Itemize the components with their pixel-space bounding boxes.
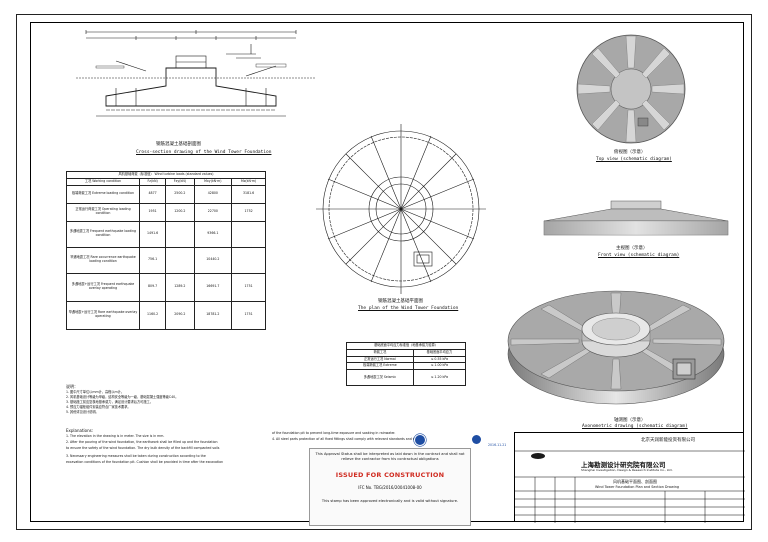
table-cell: 罕遇地震工况 Rare occurrence earthquake loadin… — [66, 246, 140, 274]
table-cell: 1951 — [138, 202, 167, 222]
table-cell: 3181.6 — [231, 184, 266, 204]
company-en: Shanghai Investigation, Design & Researc… — [581, 468, 673, 472]
top-view-drawing — [576, 34, 686, 144]
table-cell: 4877 — [138, 184, 167, 204]
table-cell: 多遇地震+运行工况 Frequent earthquake overlay op… — [66, 272, 140, 302]
table-cell: ≤ 0.55 kPa — [412, 355, 467, 364]
table-cell: 2090.2 — [165, 300, 195, 330]
front-view-caption-cn: 主视图（示意） — [616, 246, 648, 251]
ifc-ref: IFC No. TBG/2016/20041008-00 — [358, 485, 422, 490]
drawing-sheet: 钢筋混凝土基础剖面图 Cross-section drawing of the … — [16, 14, 752, 530]
front-view-drawing — [543, 200, 729, 236]
table-cell: 756.1 — [138, 246, 167, 274]
logo-circle-left — [414, 434, 426, 446]
table-cell: 极端荷载工况 Extreme — [346, 362, 414, 371]
table-cell: 1160.2 — [138, 300, 167, 330]
top-view-caption-cn: 俯视图（示意） — [614, 150, 646, 155]
notes-line-en: 1. The elevation in the drawing is in me… — [66, 434, 165, 438]
table-cell — [165, 220, 195, 248]
plan-drawing — [316, 124, 486, 294]
notes-line-cn: 1. 图中尺寸单位以mm计，高程以m计。 — [66, 390, 124, 394]
table-cell: 1491.6 — [138, 220, 167, 248]
table-cell — [165, 246, 195, 274]
notes-line-right: of the foundation pit to prevent long-ti… — [272, 431, 396, 435]
notes-line-en: to ensure the safety of the wind foundat… — [66, 446, 220, 450]
project-en: Wind Tower Foundation Plan and Section D… — [595, 485, 680, 489]
load-table-header: Mxy(kN·m) — [193, 177, 233, 186]
notes-line-right: 4. All steel parts protection of all fix… — [272, 437, 425, 441]
table-cell — [231, 246, 266, 274]
load-table-header: Mz(kN·m) — [231, 177, 266, 186]
notes-line-en: 3. Necessary engineering measures shall … — [66, 454, 206, 458]
approval-text: This Approval Status shall be interprete… — [315, 452, 465, 461]
plan-caption-en: The plan of the Wind Tower Foundation — [358, 306, 459, 311]
table-cell: 多遇地震工况 Frequent earthquake loading condi… — [66, 220, 140, 248]
table-cell: 1289.2 — [165, 272, 195, 302]
table-cell: 极端荷载工况 Extreme loading condition — [66, 184, 140, 204]
load-table-header: Fz(kN) — [138, 177, 167, 186]
stress-table-title: 基础底面平均应力标准值（地基承载力验算） — [346, 342, 466, 350]
table-cell: 正常运行工况 Normal — [346, 355, 414, 364]
table-cell: 16691.7 — [193, 272, 233, 302]
table-cell: ≤ 1.00 kPa — [412, 362, 467, 371]
stamp-footer: This stamp has been approved electronica… — [321, 499, 459, 503]
table-cell: 18781.2 — [193, 300, 233, 330]
table-cell: 22700 — [193, 202, 233, 222]
title-block-grid — [515, 450, 745, 523]
table-cell: ≤ 1.20 kPa — [412, 369, 467, 387]
load-table-title: 风机基础荷载（标准值） Wind turbine loads (standard… — [66, 171, 266, 179]
stress-table: 基础底面平均应力标准值（地基承载力验算） 荷载工况基础底面平均应力 正常运行工况… — [346, 342, 467, 387]
section-drawing — [76, 30, 316, 117]
load-table-header: 工况 Working condition — [66, 177, 140, 186]
load-table-header: Fxy(kN) — [165, 177, 195, 186]
table-cell: 多遇地震工况 Seismic — [346, 369, 414, 387]
notes-line-en: 2. After the pouring of the wind foundat… — [66, 440, 218, 444]
notes-heading-en: Explanations: — [66, 428, 94, 433]
logo-circle-right — [472, 435, 481, 444]
axo-caption-en: Axonometric drawing (schematic diagram) — [582, 424, 688, 429]
top-view-caption-en: Top view (schematic diagram) — [596, 157, 672, 162]
table-cell: 1751 — [231, 272, 266, 302]
approval-stamp: This Approval Status shall be interprete… — [309, 448, 471, 526]
logo-mark — [531, 453, 545, 459]
notes-line-en: excavation conditions of the foundation … — [66, 460, 224, 464]
table-cell: 1200.2 — [165, 202, 195, 222]
stress-table-header: 基础底面平均应力 — [412, 348, 467, 357]
stress-table-header: 荷载工况 — [346, 348, 414, 357]
issued-for-construction: ISSUED FOR CONSTRUCTION — [335, 471, 445, 479]
table-cell: 809.7 — [138, 272, 167, 302]
load-table: 风机基础荷载（标准值） Wind turbine loads (standard… — [66, 171, 266, 330]
table-cell: 2500.2 — [165, 184, 195, 204]
sheet-border — [16, 14, 752, 530]
project-cn: 风机基础平面图、剖面图 — [613, 479, 657, 484]
notes-heading-cn: 说明： — [66, 384, 78, 389]
notes-line-cn: 5. 其他详见设计说明。 — [66, 410, 99, 414]
plan-caption-cn: 钢筋混凝土基础平面图 — [378, 299, 423, 304]
table-cell — [231, 220, 266, 248]
company-cn: 上海勘测设计研究院有限公司 — [581, 461, 666, 469]
title-block: 北京天润新能投资有限公司 上海勘测设计研究院有限公司 Shanghai Inve… — [514, 432, 745, 523]
notes-line-cn: 2. 风机基础设计等级为甲级，结构安全等级为一级，基础混凝土强度等级C40。 — [66, 395, 179, 399]
notes-line-cn: 3. 基础施工前应复核地基承载力，满足设计要求后方可施工。 — [66, 400, 153, 404]
table-cell: 42800 — [193, 184, 233, 204]
table-cell: 正常运行荷载工况 Operating loading condition — [66, 202, 140, 222]
table-cell: 10440.2 — [193, 246, 233, 274]
notes-line-cn: 4. 预应力锚栓组件安装应符合厂家技术要求。 — [66, 405, 131, 409]
axonometric-drawing — [507, 290, 725, 405]
front-view-caption-en: Front view (schematic diagram) — [598, 253, 680, 258]
table-cell: 9366.1 — [193, 220, 233, 248]
section-caption-cn: 钢筋混凝土基础剖面图 — [156, 142, 201, 147]
table-cell: 1752 — [231, 202, 266, 222]
section-caption-en: Cross-section drawing of the Wind Tower … — [136, 150, 272, 155]
stamp-date: 2016.11.21 — [488, 443, 507, 447]
table-cell: 1751 — [231, 300, 266, 330]
table-cell: 罕遇地震+运行工况 Rare earthquake overlay operat… — [66, 300, 140, 330]
client-name: 北京天润新能投资有限公司 — [641, 438, 695, 443]
axo-caption-cn: 轴测图（示意） — [614, 418, 646, 423]
